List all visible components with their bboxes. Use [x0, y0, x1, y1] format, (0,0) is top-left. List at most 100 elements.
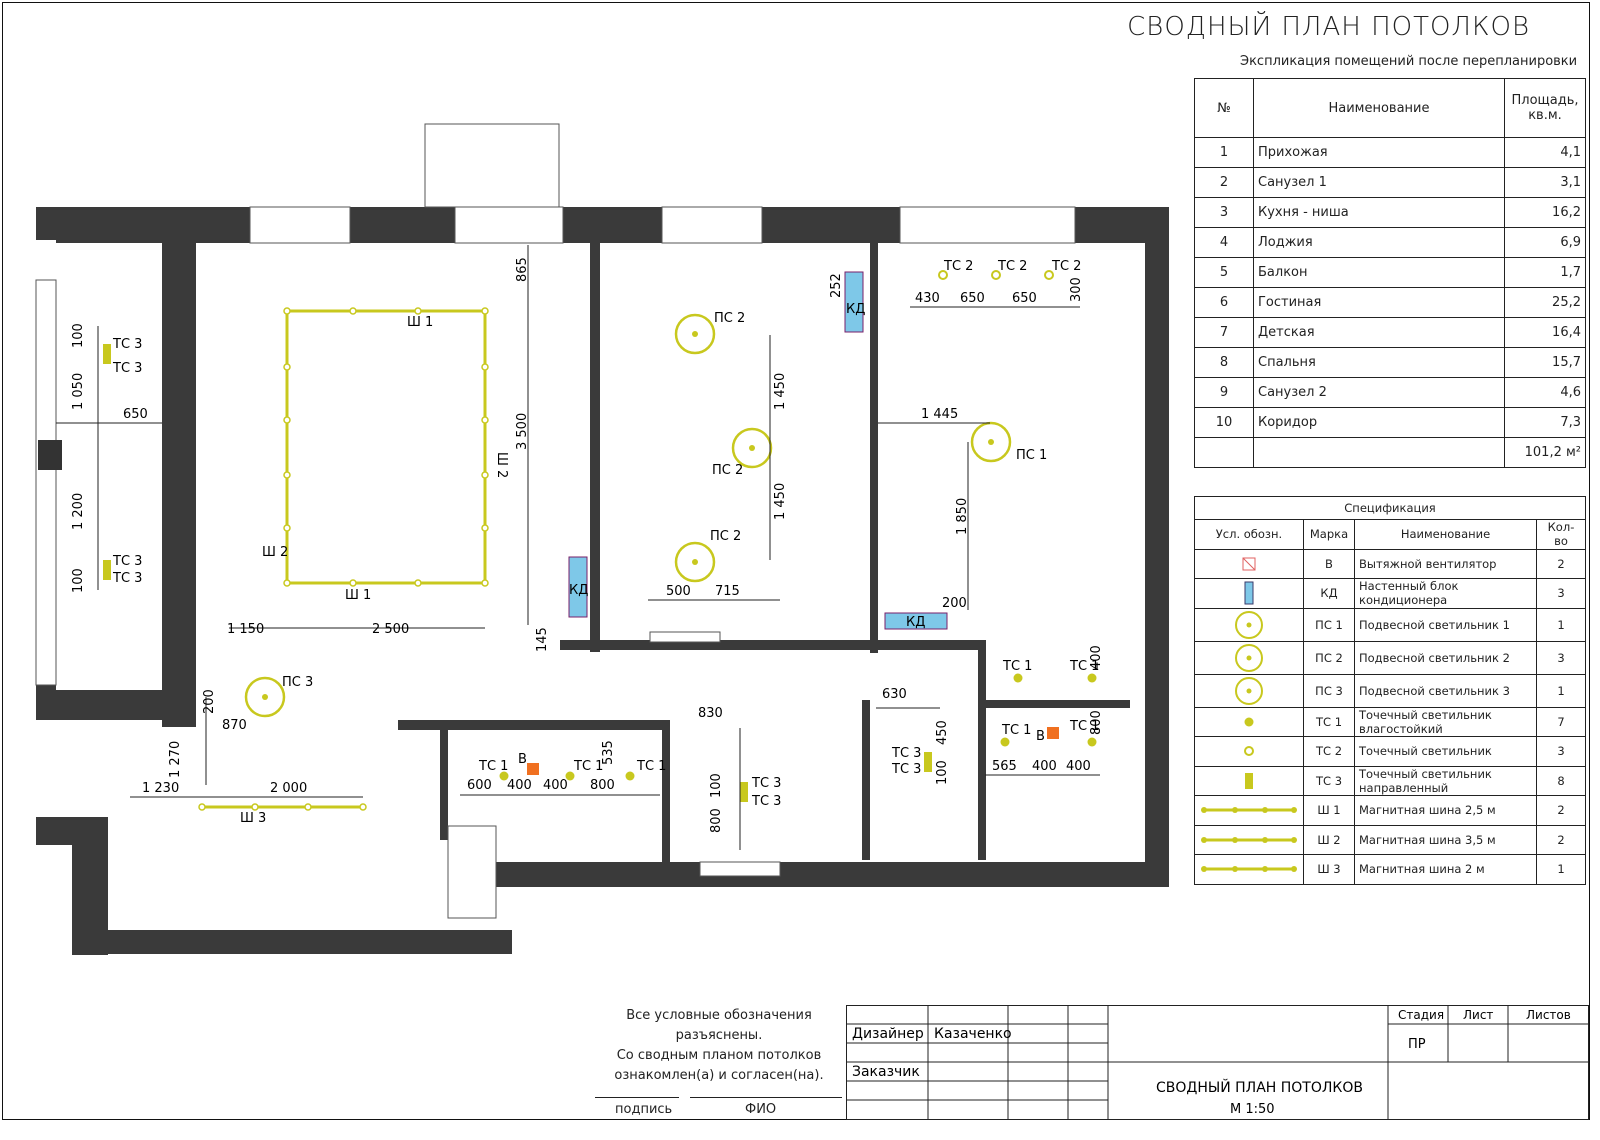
total-area: 101,2 м² [1504, 437, 1586, 468]
table-row: ПС 3 Подвесной светильник 3 1 [1194, 673, 1586, 708]
spec-name: Точечный светильник направленный [1354, 765, 1537, 796]
room-number: 8 [1194, 347, 1254, 378]
room-name: Коридор [1253, 407, 1505, 438]
spec-name: Точечный светильник [1354, 736, 1537, 767]
room-name: Санузел 1 [1253, 167, 1505, 198]
sign-label: подпись [615, 1102, 673, 1117]
magnetic-track-icon [1194, 795, 1304, 826]
table-row: КД Настенный блок кондиционера 3 [1194, 578, 1586, 609]
spec-qty: 8 [1536, 765, 1586, 796]
spec-name: Подвесной светильник 2 [1354, 640, 1537, 675]
table-row: Ш 2 Магнитная шина 3,5 м 2 [1194, 824, 1586, 855]
explication-table: № Наименование Площадь, кв.м. 1 Прихожая… [1194, 78, 1586, 468]
table-row: В Вытяжной вентилятор 2 [1194, 548, 1586, 579]
table-row: 10 Коридор 7,3 [1194, 407, 1586, 438]
designer-label: Дизайнер [852, 1026, 924, 1042]
room-number: 7 [1194, 317, 1254, 348]
table-row: 2 Санузел 1 3,1 [1194, 167, 1586, 198]
directional-spot-icon [1194, 765, 1304, 796]
spec-mark: ПС 1 [1303, 607, 1355, 642]
room-number: 5 [1194, 257, 1254, 288]
room-name: Санузел 2 [1253, 377, 1505, 408]
signature-line [595, 1097, 679, 1098]
room-area: 16,2 [1504, 197, 1586, 228]
fan-icon [1194, 548, 1304, 579]
room-name: Балкон [1253, 257, 1505, 288]
table-row: 7 Детская 16,4 [1194, 317, 1586, 348]
spec-title: Спецификация [1194, 496, 1586, 520]
spec-mark: ПС 3 [1303, 673, 1355, 708]
spec-qty: 1 [1536, 607, 1586, 642]
spec-col-qty: Кол-во [1536, 519, 1586, 550]
sheets-label: Листов [1526, 1008, 1571, 1022]
fio-line [690, 1097, 842, 1098]
spec-name: Магнитная шина 3,5 м [1354, 824, 1537, 855]
spec-table: Спецификация Усл. обозн. Марка Наименова… [1194, 496, 1586, 885]
spec-col-symbol: Усл. обозн. [1194, 519, 1304, 550]
table-row: Ш 1 Магнитная шина 2,5 м 2 [1194, 795, 1586, 826]
spec-mark: Ш 3 [1303, 854, 1355, 885]
spec-name: Подвесной светильник 3 [1354, 673, 1537, 708]
room-number: 3 [1194, 197, 1254, 228]
spec-qty: 3 [1536, 640, 1586, 675]
spec-mark: Ш 2 [1303, 824, 1355, 855]
table-row: ПС 1 Подвесной светильник 1 1 [1194, 607, 1586, 642]
room-area: 6,9 [1504, 227, 1586, 258]
table-row: 1 Прихожая 4,1 [1194, 137, 1586, 168]
spec-name: Магнитная шина 2,5 м [1354, 795, 1537, 826]
spec-mark: Ш 1 [1303, 795, 1355, 826]
spot-light-icon [1194, 706, 1304, 737]
doc-title: СВОДНЫЙ ПЛАН ПОТОЛКОВ [1156, 1078, 1363, 1096]
pendant-light-icon [1194, 673, 1304, 708]
spec-name: Точечный светильник влагостойкий [1354, 706, 1537, 737]
room-area: 16,4 [1504, 317, 1586, 348]
spec-name: Подвесной светильник 1 [1354, 607, 1537, 642]
spec-qty: 1 [1536, 673, 1586, 708]
note-line: Все условные обозначения разъяснены. [626, 1008, 812, 1043]
ac-unit-icon [1194, 578, 1304, 609]
room-name: Прихожая [1253, 137, 1505, 168]
spec-name: Настенный блок кондиционера [1354, 578, 1537, 609]
room-area: 7,3 [1504, 407, 1586, 438]
spec-qty: 3 [1536, 578, 1586, 609]
room-name: Лоджия [1253, 227, 1505, 258]
approval-note: Все условные обозначения разъяснены. Со … [588, 1006, 850, 1086]
room-area: 15,7 [1504, 347, 1586, 378]
stage-label: Стадия [1398, 1008, 1444, 1022]
table-row: Ш 3 Магнитная шина 2 м 1 [1194, 854, 1586, 885]
room-area: 3,1 [1504, 167, 1586, 198]
title-block: Дизайнер Казаченко Заказчик Стадия Лист … [846, 1005, 1589, 1120]
pendant-light-icon [1194, 640, 1304, 675]
designer-name: Казаченко [934, 1026, 1012, 1042]
table-row: ПС 2 Подвесной светильник 2 3 [1194, 640, 1586, 675]
table-row: 3 Кухня - ниша 16,2 [1194, 197, 1586, 228]
room-area: 4,6 [1504, 377, 1586, 408]
spec-col-mark: Марка [1303, 519, 1355, 550]
table-row: 8 Спальня 15,7 [1194, 347, 1586, 378]
room-area: 25,2 [1504, 287, 1586, 318]
room-area: 1,7 [1504, 257, 1586, 288]
room-name: Спальня [1253, 347, 1505, 378]
room-number: 10 [1194, 407, 1254, 438]
page-title: СВОДНЫЙ ПЛАН ПОТОЛКОВ [1127, 12, 1530, 42]
total-empty [1194, 437, 1254, 468]
spec-qty: 3 [1536, 736, 1586, 767]
drawing-sheet [2, 2, 1590, 1120]
total-empty [1253, 437, 1505, 468]
col-number: № [1194, 78, 1254, 138]
room-number: 1 [1194, 137, 1254, 168]
spec-mark: ТС 2 [1303, 736, 1355, 767]
col-name: Наименование [1253, 78, 1505, 138]
spec-mark: В [1303, 548, 1355, 579]
scale: М 1:50 [1230, 1102, 1275, 1117]
spec-mark: ПС 2 [1303, 640, 1355, 675]
spec-name: Вытяжной вентилятор [1354, 548, 1537, 579]
spec-name: Магнитная шина 2 м [1354, 854, 1537, 885]
table-row: ТС 3 Точечный светильник направленный 8 [1194, 765, 1586, 796]
table-row: ТС 2 Точечный светильник 3 [1194, 736, 1586, 767]
stage-value: ПР [1408, 1037, 1426, 1052]
table-row: 6 Гостиная 25,2 [1194, 287, 1586, 318]
fio-label: ФИО [745, 1102, 777, 1117]
room-name: Кухня - ниша [1253, 197, 1505, 228]
spec-mark: КД [1303, 578, 1355, 609]
